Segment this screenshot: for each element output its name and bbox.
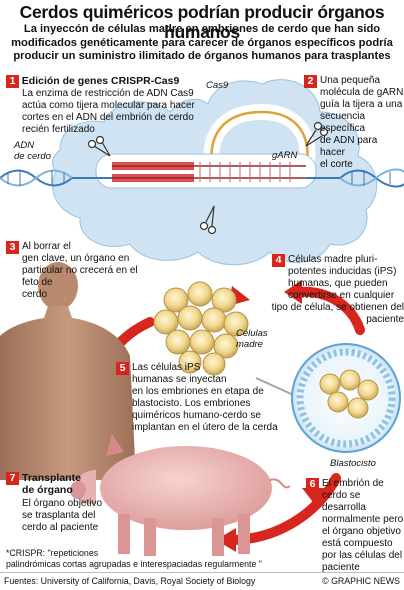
step-number-badge: 7 <box>6 472 19 485</box>
scissors-icon <box>305 121 329 147</box>
page-subtitle: La inyeccón de células madre en embrione… <box>11 23 393 62</box>
arrow-head <box>302 488 330 506</box>
pig-icon <box>70 434 291 556</box>
step-4-last-line: tipo de célula, se obtienen del paciente <box>271 302 404 325</box>
step-number-badge: 3 <box>6 241 19 254</box>
step-5: 5 Las células iPS humanas se inyectan en… <box>116 362 316 434</box>
scissors-icon <box>199 205 217 235</box>
footer-copyright: © GRAPHIC NEWS <box>322 576 400 586</box>
arrow-head <box>284 280 302 304</box>
footnote: *CRISPR: "repeticiones palindrómicas cor… <box>6 548 262 569</box>
footer-sources: Fuentes: University of California, Davis… <box>4 576 256 586</box>
step-3: 3 Al borrar el gen clave, un órgano en p… <box>6 241 146 301</box>
footer-divider <box>0 572 404 573</box>
step-number-badge: 1 <box>6 75 19 88</box>
label-celulas-madre: Células madre <box>236 328 268 350</box>
step-1: 1 Edición de genes CRISPR-Cas9 La enzima… <box>6 75 216 136</box>
stem-cells-cluster <box>153 281 249 376</box>
step-number-badge: 5 <box>116 362 129 375</box>
step-6: 6 El embrión de cerdo se desarrolla norm… <box>306 478 404 574</box>
label-adn: ADN de cerdo <box>14 140 51 162</box>
page-title: Cerdos quiméricos podrían producir órgan… <box>19 2 385 42</box>
human-silhouette-icon <box>0 262 136 480</box>
label-cas9: Cas9 <box>206 80 229 91</box>
label-blastocisto: Blastocisto <box>330 458 376 469</box>
step-7: 7 Transplante de órgano El órgano objeti… <box>6 472 116 534</box>
step-number-badge: 6 <box>306 478 319 491</box>
scissors-icon <box>87 135 111 157</box>
step-number-badge: 2 <box>304 75 317 88</box>
step-2: 2 Una pequeña molécula de gARN guía la t… <box>304 75 404 171</box>
step-heading: Edición de genes CRISPR-Cas9 <box>21 75 180 87</box>
blastocyst-icon <box>291 343 401 453</box>
dna-helix-icon <box>0 168 404 188</box>
label-garn: gARN <box>272 150 298 161</box>
step-number-badge: 4 <box>272 254 285 267</box>
step-4: 4 Células madre pluri- potentes inducida… <box>272 254 404 302</box>
arrow-head <box>216 528 236 552</box>
